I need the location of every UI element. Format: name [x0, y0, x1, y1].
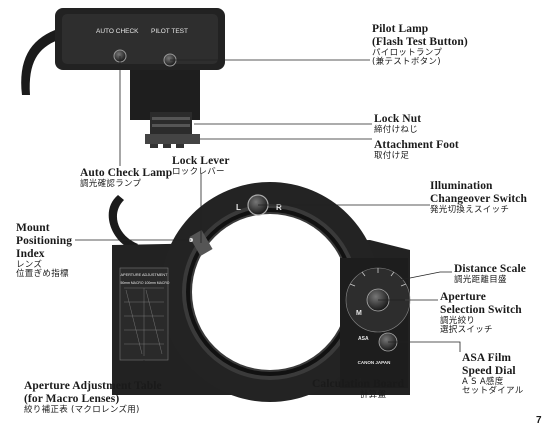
- label-calc-board: Calculation Board 計算盤: [312, 378, 405, 400]
- table-col1-text: 50mm MACRO: [121, 281, 144, 285]
- brand-text: CANON JAPAN: [358, 360, 391, 365]
- leader-asa-dial: [388, 341, 461, 352]
- label-aperture-table: Aperture Adjustment Table (for Macro Len…: [24, 380, 162, 415]
- label-mount-index: Mount Positioning Index レンズ 位置ぎめ指標: [16, 222, 73, 280]
- label-lock-lever: Lock Lever ロックレバー: [172, 155, 230, 177]
- ring-opening: [192, 214, 348, 370]
- page-number: 7: [536, 415, 542, 426]
- label-pilot-lamp: Pilot Lamp (Flash Test Button) パイロットランプ …: [372, 23, 468, 68]
- control-unit-neck: [130, 70, 200, 120]
- mark-m-text: M: [356, 310, 362, 317]
- switch-r-text: R: [276, 203, 282, 212]
- auto-check-text: AUTO CHECK: [96, 28, 139, 35]
- table-col2-text: 100mm MACRO: [145, 281, 170, 285]
- control-unit-cable: [21, 30, 58, 95]
- ring-cable: [108, 195, 138, 250]
- label-asa-dial: ASA Film Speed Dial A S A感度 セットダイアル: [462, 352, 524, 397]
- pilot-test-text: PILOT TEST: [151, 28, 188, 35]
- leader-lines: [75, 56, 461, 388]
- switch-l-text: L: [236, 203, 241, 212]
- label-auto-check-lamp: Auto Check Lamp 調光確認ランプ: [80, 167, 173, 189]
- control-unit: AUTO CHECK PILOT TEST: [21, 8, 225, 148]
- attachment-foot-icon: [145, 134, 200, 144]
- label-aperture-switch: Aperture Selection Switch 調光絞り 選択スイッチ: [440, 291, 522, 336]
- lock-nut-icon: [150, 112, 192, 134]
- leader-distance-scale: [399, 271, 452, 281]
- table-grid: [124, 287, 164, 356]
- table-title-text: APERTURE ADJUSTMENT: [121, 273, 169, 277]
- asa-text: ASA: [358, 336, 369, 342]
- label-lock-nut: Lock Nut 締付けねじ: [374, 113, 422, 135]
- ring-light-unit: L R APERTURE ADJUSTMENT 50mm MACRO 100mm…: [108, 182, 411, 402]
- label-distance-scale: Distance Scale 調光距離目盛: [454, 263, 526, 285]
- label-attachment-foot: Attachment Foot 取付け足: [374, 139, 459, 161]
- label-illumination-switch: Illumination Changeover Switch 発光切換えスイッチ: [430, 180, 528, 215]
